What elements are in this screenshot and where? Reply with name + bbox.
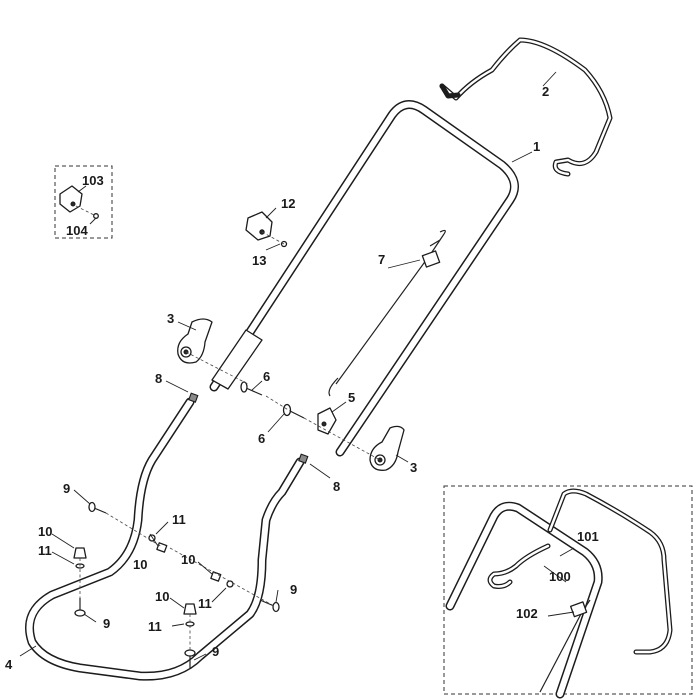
callout-100: 100	[549, 569, 571, 584]
callout-10-b: 10	[133, 557, 147, 572]
clamp-lever-left	[177, 318, 213, 364]
control-cable	[328, 229, 446, 397]
screw-9-b	[74, 598, 86, 617]
nut-10-c	[210, 571, 222, 582]
callout-8-right: 8	[333, 479, 340, 494]
callout-11-c: 11	[198, 596, 212, 611]
lower-handle	[25, 397, 305, 681]
washer-13	[280, 240, 288, 248]
callout-3-right: 3	[410, 460, 417, 475]
nut-10-a	[73, 547, 87, 559]
callout-6-lower: 6	[258, 431, 265, 446]
lever-12	[245, 211, 273, 241]
callout-9-a: 9	[63, 481, 70, 496]
nut-10-b	[156, 542, 168, 553]
callout-13: 13	[252, 253, 266, 268]
control-bail	[439, 37, 613, 177]
clamp-lever-right	[369, 425, 405, 471]
callout-11-a: 11	[38, 543, 52, 558]
callout-11-b: 11	[172, 512, 186, 527]
callout-1: 1	[533, 139, 540, 154]
callout-2: 2	[542, 84, 549, 99]
cable-clip	[317, 407, 337, 435]
callout-11-d: 11	[148, 619, 162, 634]
callout-104: 104	[66, 223, 88, 238]
bolt-6-upper	[240, 381, 263, 396]
callout-5: 5	[348, 390, 355, 405]
screw-9-a	[88, 501, 107, 514]
callout-7: 7	[378, 252, 385, 267]
callout-4: 4	[5, 657, 13, 672]
callout-3-left: 3	[167, 311, 174, 326]
callout-10-c: 10	[181, 552, 195, 567]
screw-9-d	[184, 649, 196, 668]
inset-103-104	[54, 165, 113, 239]
inset-100-101-102	[443, 485, 693, 699]
callout-9-b: 9	[103, 616, 110, 631]
callout-9-c: 9	[290, 582, 297, 597]
nut-10-d	[183, 603, 197, 615]
callout-10-a: 10	[38, 524, 52, 539]
leader-lines	[19, 71, 575, 661]
assembly-lines	[79, 231, 381, 652]
insert-8-right	[298, 453, 309, 464]
bolt-6-lower	[282, 403, 305, 419]
callout-12: 12	[281, 196, 295, 211]
callout-6-upper: 6	[263, 369, 270, 384]
washer-11-c	[226, 580, 234, 588]
callout-9-d: 9	[212, 644, 219, 659]
insert-8-left	[188, 392, 199, 403]
callout-8-left: 8	[155, 371, 162, 386]
callout-101: 101	[577, 529, 599, 544]
callout-102: 102	[516, 606, 538, 621]
upper-handle	[209, 100, 519, 457]
callout-103: 103	[82, 173, 104, 188]
callout-10-d: 10	[155, 589, 169, 604]
callouts: 1 2 3 3 4 5 6 6 7 8 8 9 9 9 9 10 10 10 1…	[5, 84, 599, 672]
